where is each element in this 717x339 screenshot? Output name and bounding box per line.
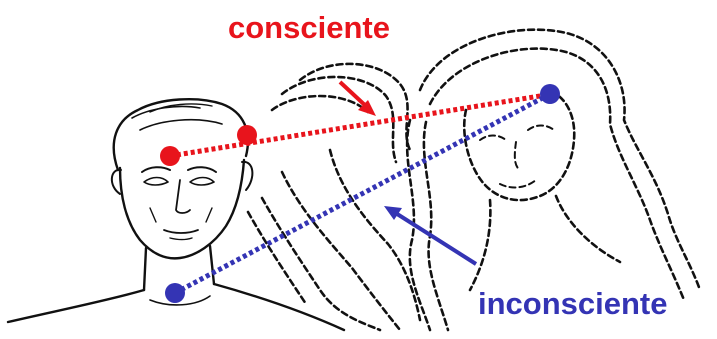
unconscious-label: inconsciente bbox=[478, 286, 668, 322]
unconscious-node-woman bbox=[540, 84, 560, 104]
unconscious-node-man bbox=[165, 283, 185, 303]
conscious-node-man bbox=[160, 146, 180, 166]
conscious-node-reflection bbox=[237, 125, 257, 145]
woman-face-sketch-icon bbox=[248, 30, 700, 330]
conscious-label: consciente bbox=[228, 10, 390, 46]
